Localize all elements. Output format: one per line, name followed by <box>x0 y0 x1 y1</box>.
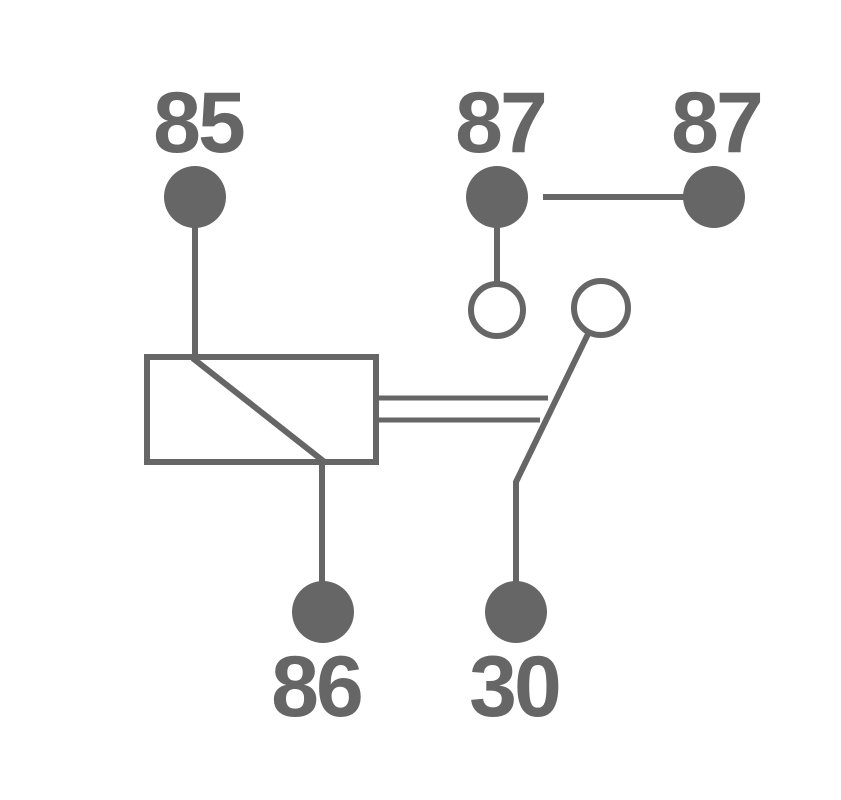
coil-diagonal <box>190 355 327 465</box>
switch-armature <box>513 329 593 591</box>
terminal-87-right <box>683 166 745 228</box>
terminal-85 <box>164 166 226 228</box>
pin-label-85: 85 <box>153 75 244 171</box>
terminal-30 <box>485 581 547 643</box>
pin-label-30: 30 <box>469 639 559 735</box>
contact-ring-87 <box>468 281 526 339</box>
contact-ring-87a <box>571 278 631 338</box>
terminal-87-left <box>466 166 528 228</box>
terminal-86 <box>292 581 354 643</box>
pin-label-87-left: 87 <box>455 75 545 171</box>
relay-coil <box>144 354 379 465</box>
pin-label-86: 86 <box>271 639 361 735</box>
pin-label-87-right: 87 <box>671 75 761 171</box>
